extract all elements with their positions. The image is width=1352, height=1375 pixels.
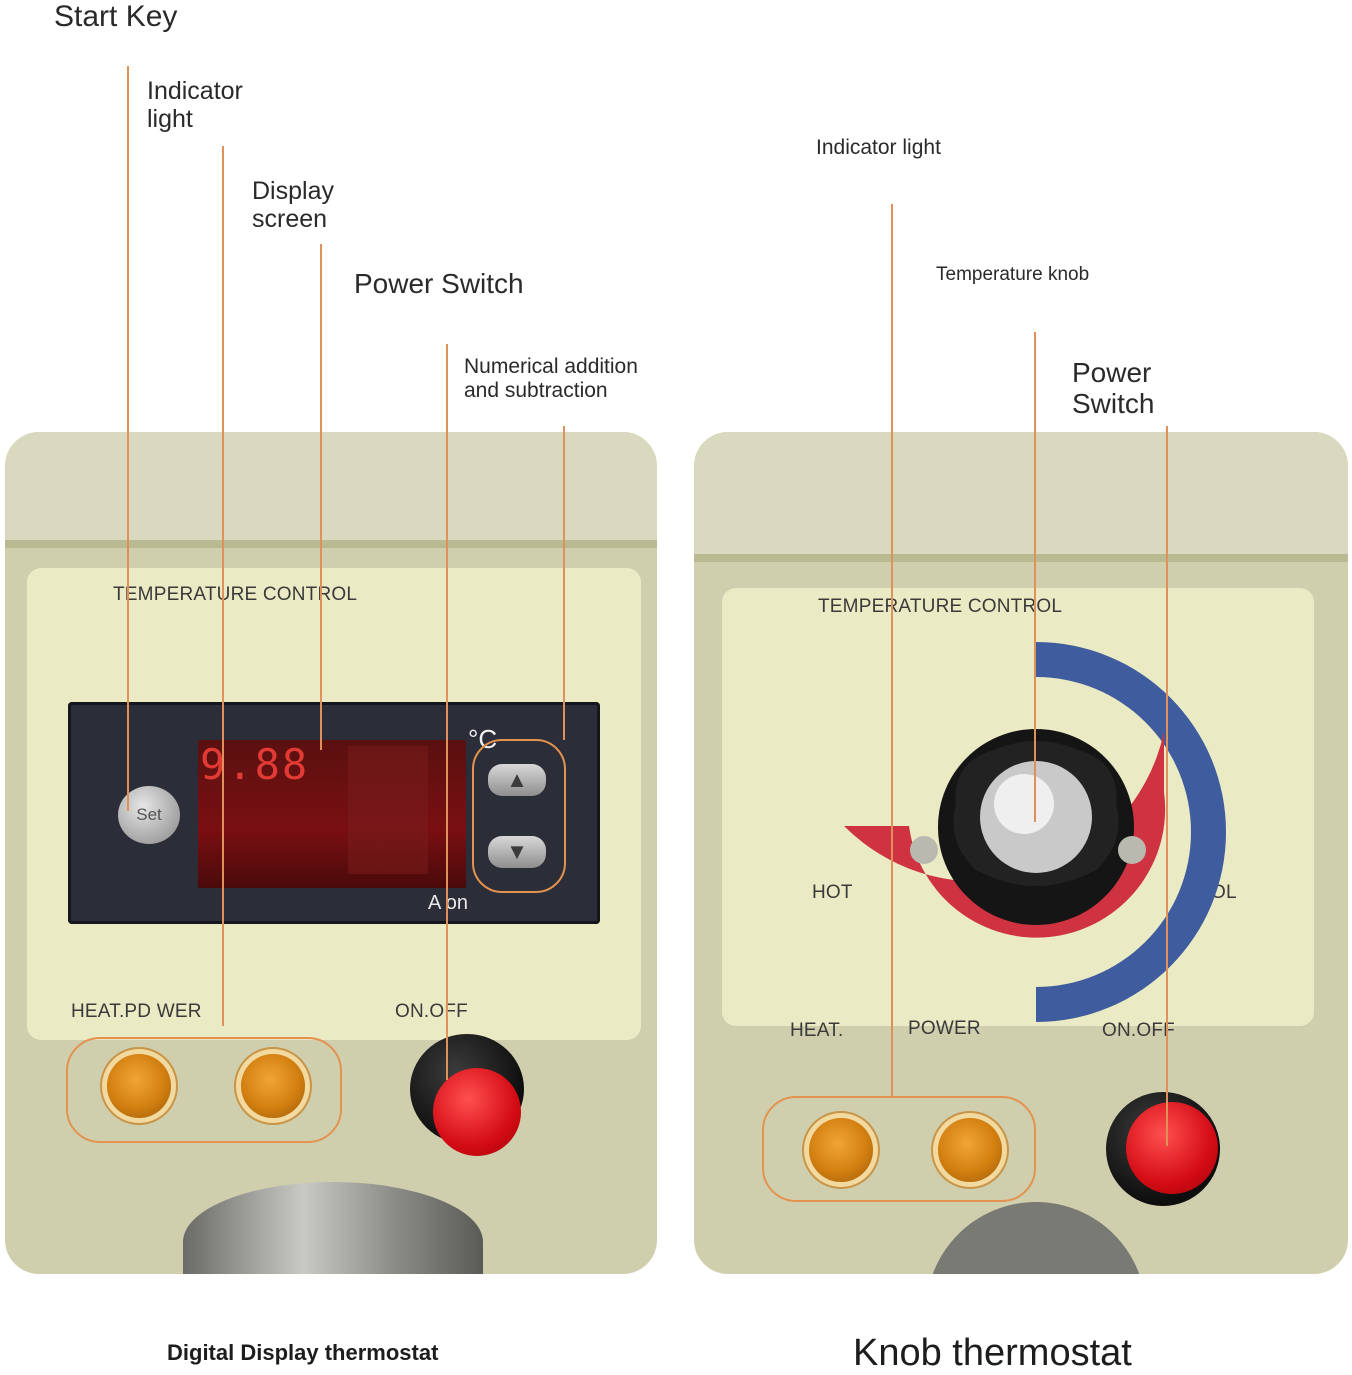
display-value: 9.88	[200, 740, 310, 789]
start-key-leader	[127, 66, 129, 811]
switch-label: ON.OFF	[1102, 1020, 1175, 1041]
start-key-label: Start Key	[54, 0, 178, 33]
left-lamps-callout	[66, 1037, 342, 1143]
power-indicator-lamp	[241, 1054, 305, 1118]
power-indicator-lamp	[938, 1118, 1002, 1182]
panel-title: TEMPERATURE CONTROL	[113, 584, 358, 605]
right-power-leader	[1166, 426, 1168, 1146]
temperature-knob-label: Temperature knob	[936, 264, 1090, 285]
right-indicator-light-label: Indicator light	[816, 136, 941, 159]
set-key-label: Set	[136, 805, 162, 824]
power-switch[interactable]	[1126, 1102, 1218, 1194]
heat-label: HEAT.	[790, 1020, 844, 1041]
lcd-glare	[348, 746, 428, 874]
indicator-light-label: Indicator light	[147, 77, 243, 133]
housing-edge	[5, 540, 657, 548]
power-switch-label: Power Switch	[354, 268, 524, 299]
display-screen-label: Display screen	[252, 177, 334, 233]
bath-opening	[932, 1202, 1140, 1274]
numerical-label: Numerical addition and subtraction	[464, 355, 638, 402]
numerical-leader	[563, 426, 565, 740]
knob-highlight	[994, 774, 1054, 834]
left-keys-callout	[472, 739, 566, 893]
housing-top	[5, 432, 657, 544]
indicator-leader	[222, 146, 224, 1026]
right-screw	[1118, 836, 1146, 864]
power-switch-leader	[446, 344, 448, 1080]
panel-title: TEMPERATURE CONTROL	[818, 596, 1063, 617]
down-arrow-icon: ▼	[506, 839, 528, 864]
heat-indicator-lamp	[809, 1118, 873, 1182]
housing-edge	[694, 554, 1348, 562]
right-indicator-leader	[891, 204, 893, 1096]
right-power-switch-label: Power Switch	[1072, 357, 1155, 420]
bath-opening	[183, 1182, 483, 1274]
heat-indicator-lamp	[107, 1054, 171, 1118]
knob-thermostat-caption: Knob thermostat	[853, 1332, 1132, 1374]
temperature-dial	[844, 642, 1226, 1274]
up-arrow-icon: ▲	[506, 767, 528, 792]
display-screen: 9.88	[198, 740, 466, 888]
dial-cool-arc	[1036, 642, 1226, 1022]
aon-label: A on	[428, 892, 469, 914]
left-screw	[910, 836, 938, 864]
display-leader	[320, 244, 322, 750]
down-key[interactable]: ▼	[488, 836, 546, 868]
hot-label: HOT	[812, 882, 853, 903]
housing-top	[694, 432, 1348, 558]
power-switch[interactable]	[433, 1068, 521, 1156]
right-lamps-callout	[762, 1096, 1036, 1202]
digital-thermostat-caption: Digital Display thermostat	[167, 1340, 439, 1365]
up-key[interactable]: ▲	[488, 764, 546, 796]
switch-label: ON.OFF	[395, 1001, 468, 1022]
knob-leader	[1034, 332, 1036, 822]
power-label: POWER	[908, 1018, 981, 1039]
lamps-label: HEAT.PD WER	[71, 1001, 202, 1022]
knob-thermostat-photo: TEMPERATURE CONTROL HOT OOL HEAT. POWER …	[694, 432, 1348, 1274]
